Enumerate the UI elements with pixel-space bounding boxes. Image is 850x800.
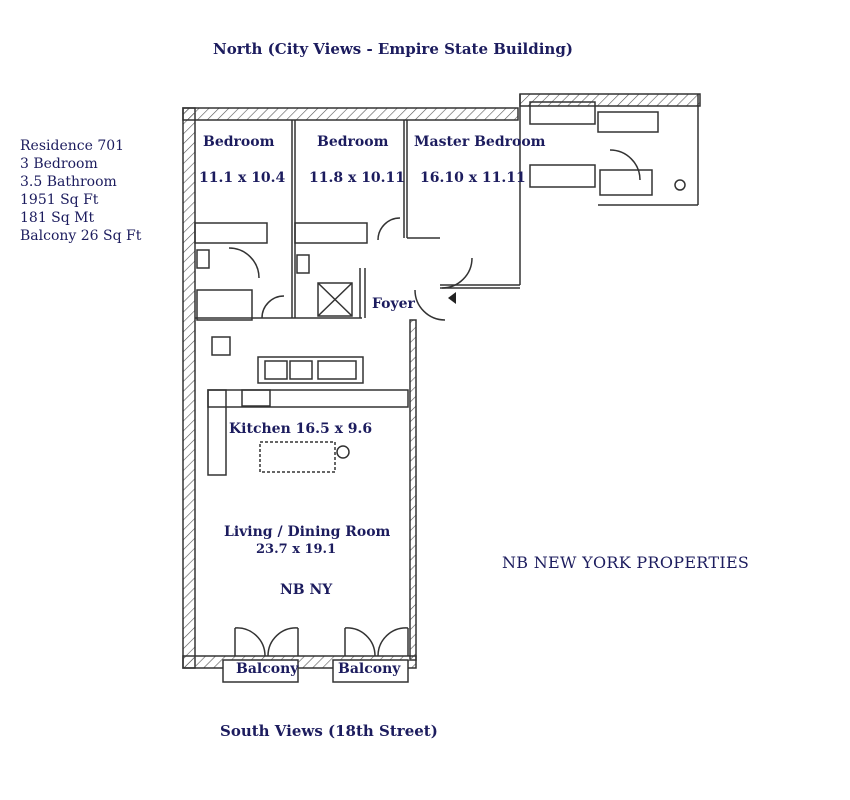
residence-info: Residence 701 3 Bedroom 3.5 Bathroom 195… [20, 137, 141, 245]
bedroom2-label: Bedroom [317, 134, 389, 150]
living-room-dims: 23.7 x 19.1 [256, 542, 337, 557]
company-name: NB NEW YORK PROPERTIES [502, 553, 750, 572]
balcony2-label: Balcony [338, 661, 401, 677]
bedroom1-dims: 11.1 x 10.4 [199, 170, 286, 186]
bedroom2-dims: 11.8 x 10.11 [309, 170, 406, 186]
balcony1-label: Balcony [236, 661, 299, 677]
watermark-nbny: NB NY [280, 582, 333, 598]
master-bedroom-dims: 16.10 x 11.11 [420, 170, 526, 186]
balcony-area: Balcony 26 Sq Ft [20, 228, 142, 244]
master-bath-wing-wall [519, 93, 701, 107]
foyer-label: Foyer [372, 296, 415, 312]
north-orientation-label: North (City Views - Empire State Buildin… [213, 40, 573, 58]
west-wall [182, 107, 196, 669]
north-wall [182, 107, 519, 121]
area-sqft: 1951 Sq Ft [20, 192, 99, 208]
master-bedroom-label: Master Bedroom [414, 134, 546, 150]
south-orientation-label: South Views (18th Street) [220, 722, 438, 740]
bedroom1-label: Bedroom [203, 134, 275, 150]
living-room-label: Living / Dining Room [224, 524, 391, 540]
bedroom-count: 3 Bedroom [20, 156, 98, 172]
area-sqm: 181 Sq Mt [20, 210, 95, 226]
bathroom-count: 3.5 Bathroom [20, 174, 117, 190]
residence-name: Residence 701 [20, 138, 125, 154]
east-wall [409, 319, 417, 661]
kitchen-label: Kitchen 16.5 x 9.6 [229, 421, 373, 437]
